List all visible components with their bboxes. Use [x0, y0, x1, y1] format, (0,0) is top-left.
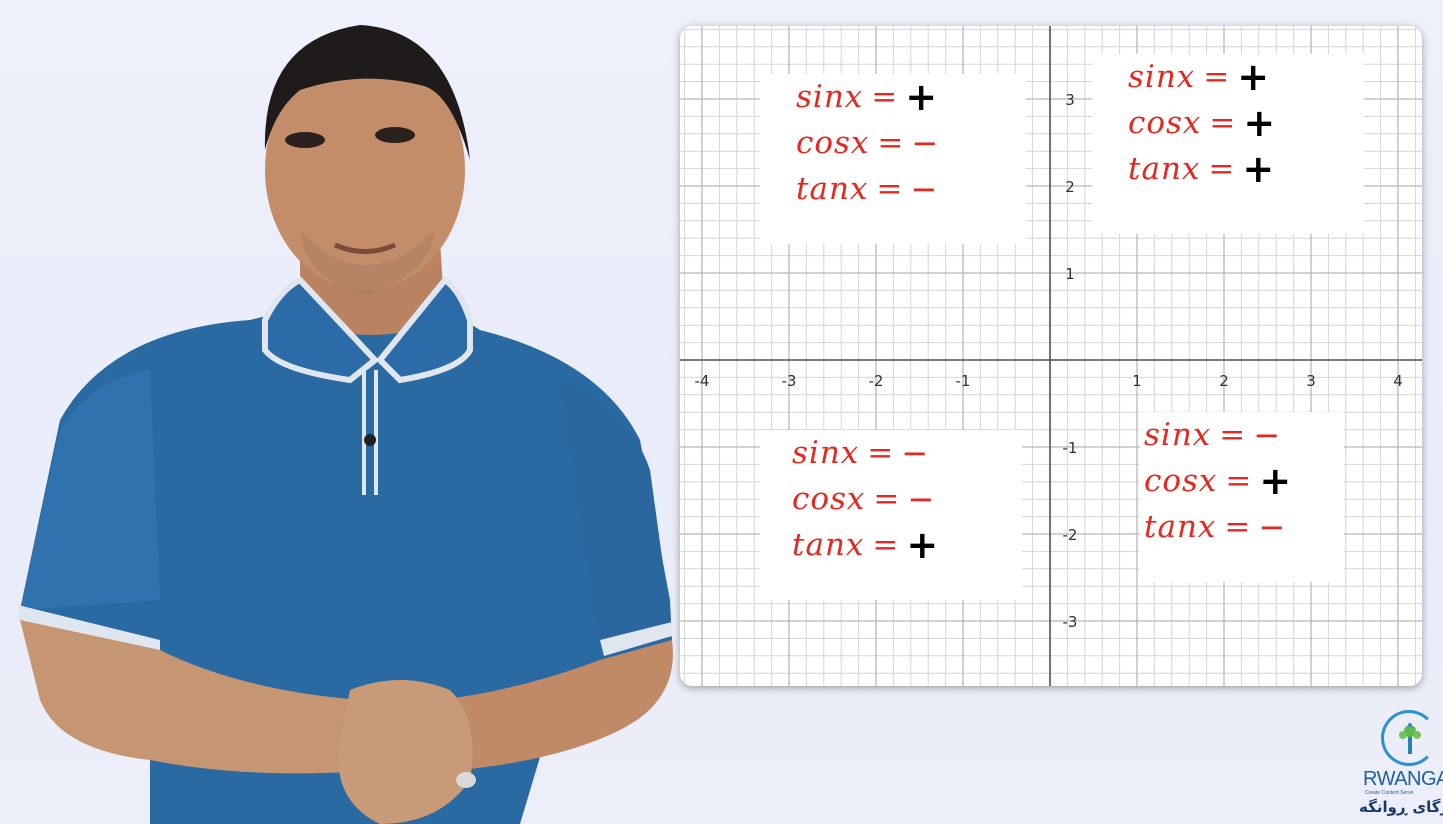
sign-row: tanx=+	[1128, 146, 1364, 192]
sign-row: sinx=+	[796, 74, 1026, 120]
tree-icon	[1399, 723, 1421, 754]
sign-row: sinx=−	[792, 430, 1022, 476]
function-name: tanx	[792, 527, 865, 563]
function-name: tanx	[1128, 151, 1201, 187]
logo-ring	[1381, 710, 1437, 766]
sign-row: tanx=−	[1144, 504, 1344, 550]
function-name: cosx	[1144, 463, 1218, 499]
plus-sign: +	[1242, 147, 1275, 191]
y-tick-label: -2	[1063, 526, 1078, 544]
equals-sign: =	[872, 527, 899, 563]
y-tick-label: -1	[1063, 439, 1078, 457]
sign-row: cosx=+	[1128, 100, 1364, 146]
equals-sign: =	[876, 171, 903, 207]
y-tick-label: 1	[1065, 265, 1075, 283]
minus-sign: −	[910, 170, 938, 208]
minus-sign: −	[911, 124, 939, 162]
equals-sign: =	[873, 481, 900, 517]
x-tick-label: -4	[695, 372, 710, 390]
x-tick-label: 1	[1132, 372, 1142, 390]
equals-sign: =	[1219, 417, 1246, 453]
equals-sign: =	[1208, 151, 1235, 187]
function-name: cosx	[1128, 105, 1202, 141]
presenter-figure	[18, 25, 673, 824]
rwanga-logo: RWANGA Create Content Serve پێزگای ڕوانگ…	[1355, 708, 1443, 824]
logo-tagline: Create Content Serve	[1365, 790, 1414, 796]
function-name: sinx	[792, 435, 860, 471]
function-name: sinx	[796, 79, 864, 115]
minus-sign: −	[907, 480, 935, 518]
y-tick-label: -3	[1063, 613, 1078, 631]
coordinate-graph-card: -4-3-2-112344321-1-2-3-4 sinx=+cosx=−tan…	[680, 26, 1422, 686]
minus-sign: −	[1253, 416, 1281, 454]
equals-sign: =	[1209, 105, 1236, 141]
equals-sign: =	[1225, 463, 1252, 499]
plus-sign: +	[1243, 101, 1276, 145]
x-tick-label: 4	[1393, 372, 1403, 390]
plus-sign: +	[906, 523, 939, 567]
sign-row: sinx=+	[1128, 54, 1364, 100]
function-name: tanx	[796, 171, 869, 207]
equals-sign: =	[871, 79, 898, 115]
y-tick-label: 3	[1065, 91, 1075, 109]
minus-sign: −	[1258, 508, 1286, 546]
sign-row: tanx=−	[796, 166, 1026, 212]
function-name: cosx	[792, 481, 866, 517]
minus-sign: −	[901, 434, 929, 472]
quadrant-3-signs: sinx=−cosx=−tanx=+	[760, 430, 1022, 600]
x-tick-label: -2	[869, 372, 884, 390]
x-tick-label: -1	[956, 372, 971, 390]
function-name: cosx	[796, 125, 870, 161]
plus-sign: +	[1237, 55, 1270, 99]
plus-sign: +	[905, 75, 938, 119]
sign-row: sinx=−	[1144, 412, 1344, 458]
x-tick-label: -3	[782, 372, 797, 390]
quadrant-2-signs: sinx=+cosx=−tanx=−	[760, 74, 1026, 244]
x-tick-label: 3	[1306, 372, 1316, 390]
equals-sign: =	[1203, 59, 1230, 95]
sign-row: cosx=+	[1144, 458, 1344, 504]
function-name: sinx	[1144, 417, 1212, 453]
sign-row: cosx=−	[796, 120, 1026, 166]
x-tick-label: 2	[1219, 372, 1229, 390]
function-name: sinx	[1128, 59, 1196, 95]
y-tick-label: 2	[1065, 178, 1075, 196]
equals-sign: =	[867, 435, 894, 471]
quadrant-4-signs: sinx=−cosx=+tanx=−	[1140, 412, 1344, 582]
function-name: tanx	[1144, 509, 1217, 545]
sign-row: tanx=+	[792, 522, 1022, 568]
quadrant-1-signs: sinx=+cosx=+tanx=+	[1092, 54, 1364, 234]
equals-sign: =	[877, 125, 904, 161]
logo-name: RWANGA	[1363, 768, 1443, 790]
plus-sign: +	[1259, 459, 1292, 503]
logo-arabic-text: پێزگای ڕوانگە	[1359, 798, 1443, 816]
equals-sign: =	[1224, 509, 1251, 545]
sign-row: cosx=−	[792, 476, 1022, 522]
